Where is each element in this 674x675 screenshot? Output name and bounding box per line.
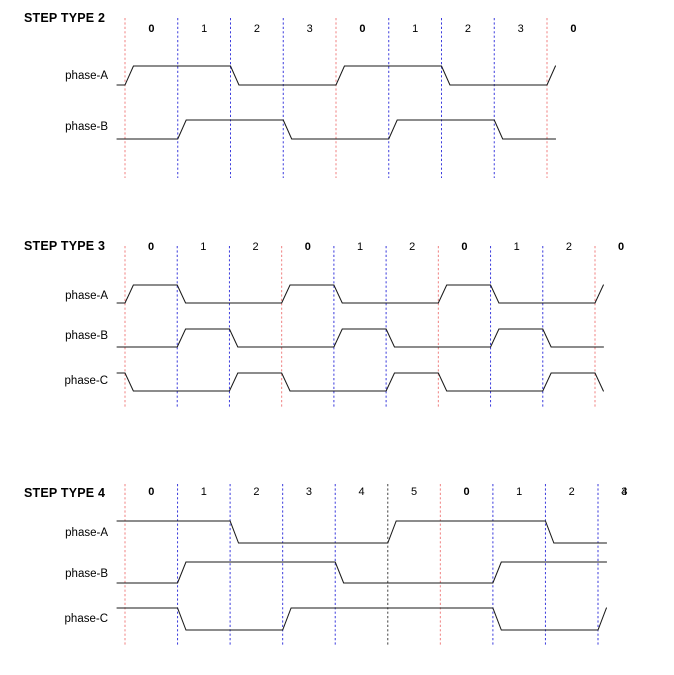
row-label-step-type-3-1: phase-B [65, 330, 108, 342]
step-number-step-type-2-3: 3 [306, 23, 313, 35]
step-number-step-type-2-4: 0 [359, 23, 366, 35]
step-number-step-type-4-6: 0 [463, 486, 470, 498]
step-number-step-type-2-8: 0 [570, 23, 577, 35]
waveform-trace-step-type-4-phase-B [116, 561, 607, 584]
row-label-step-type-3-2: phase-C [64, 375, 108, 387]
step-number-step-type-3-2: 2 [252, 241, 259, 253]
block-title-step-type-4: STEP TYPE 4 [24, 486, 106, 500]
step-number-step-type-3-7: 1 [513, 241, 520, 253]
waveform-trace-step-type-4-phase-C [116, 607, 607, 631]
waveform-trace-step-type-2-phase-B [116, 119, 556, 140]
step-number-step-type-4-1: 1 [200, 486, 207, 498]
step-number-step-type-2-5: 1 [412, 23, 419, 35]
step-number-step-type-4-8: 2 [568, 486, 575, 498]
step-number-step-type-3-9: 0 [618, 241, 625, 253]
step-number-step-type-3-1: 1 [200, 241, 207, 253]
block-title-step-type-3: STEP TYPE 3 [24, 239, 106, 253]
step-number-step-type-3-8: 2 [565, 241, 572, 253]
row-label-step-type-4-1: phase-B [65, 568, 108, 580]
step-number-step-type-4-9: 3 [621, 486, 628, 498]
step-number-step-type-3-6: 0 [461, 241, 468, 253]
step-number-step-type-4-5: 5 [410, 486, 418, 498]
waveform-trace-step-type-3-phase-B [116, 328, 604, 348]
step-number-step-type-3-5: 2 [409, 241, 416, 253]
waveform-trace-step-type-3-phase-A [116, 284, 604, 304]
step-number-step-type-2-2: 2 [253, 23, 260, 35]
block-title-step-type-2: STEP TYPE 2 [24, 11, 106, 25]
row-label-step-type-3-0: phase-A [65, 290, 108, 302]
waveform-trace-step-type-2-phase-A [116, 65, 556, 86]
step-number-step-type-2-6: 2 [464, 23, 471, 35]
row-label-step-type-4-0: phase-A [65, 527, 108, 539]
row-label-step-type-2-1: phase-B [65, 121, 108, 133]
step-number-step-type-3-3: 0 [304, 241, 311, 253]
step-number-step-type-4-4: 4 [358, 486, 365, 498]
step-number-step-type-4-10: 4 [621, 486, 628, 498]
step-number-step-type-2-1: 1 [201, 23, 208, 35]
step-number-step-type-2-0: 0 [148, 23, 155, 35]
row-label-step-type-2-0: phase-A [65, 70, 108, 82]
waveform-trace-step-type-4-phase-A [116, 520, 607, 544]
row-label-step-type-4-2: phase-C [64, 613, 108, 625]
step-number-step-type-4-0: 0 [148, 486, 155, 498]
waveform-trace-step-type-3-phase-C [116, 372, 604, 392]
step-number-step-type-2-7: 3 [517, 23, 524, 35]
step-number-step-type-3-0: 0 [148, 241, 155, 253]
step-number-step-type-4-7: 1 [516, 486, 523, 498]
step-number-step-type-4-2: 2 [253, 486, 260, 498]
step-number-step-type-3-4: 1 [356, 241, 364, 253]
step-number-step-type-4-3: 3 [305, 486, 312, 498]
